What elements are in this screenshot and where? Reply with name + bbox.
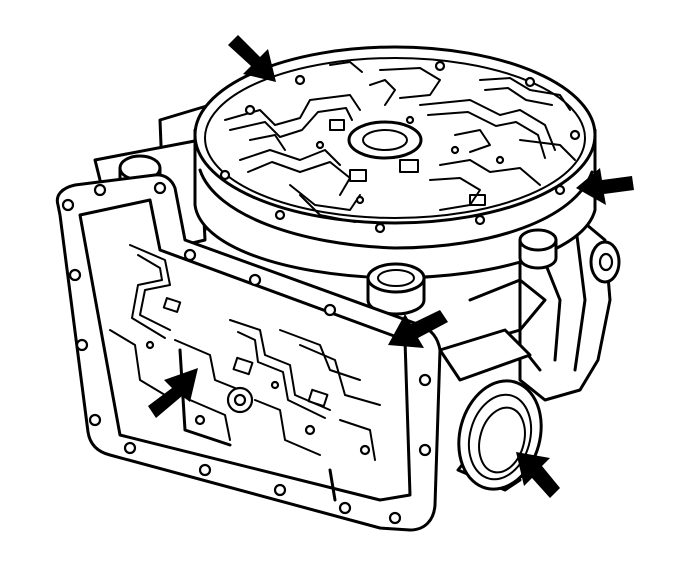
arrow-icon (516, 452, 560, 498)
case-boss-center (366, 262, 426, 316)
valve-body-passages (109, 244, 381, 502)
arrow-icon (576, 168, 634, 205)
arrow-icon (228, 35, 276, 82)
arrow-icon (148, 368, 198, 418)
case-boss-right (518, 228, 558, 270)
arrow-icon (388, 310, 448, 348)
pump-cover (193, 45, 597, 280)
pump-cover-passages (219, 60, 581, 234)
